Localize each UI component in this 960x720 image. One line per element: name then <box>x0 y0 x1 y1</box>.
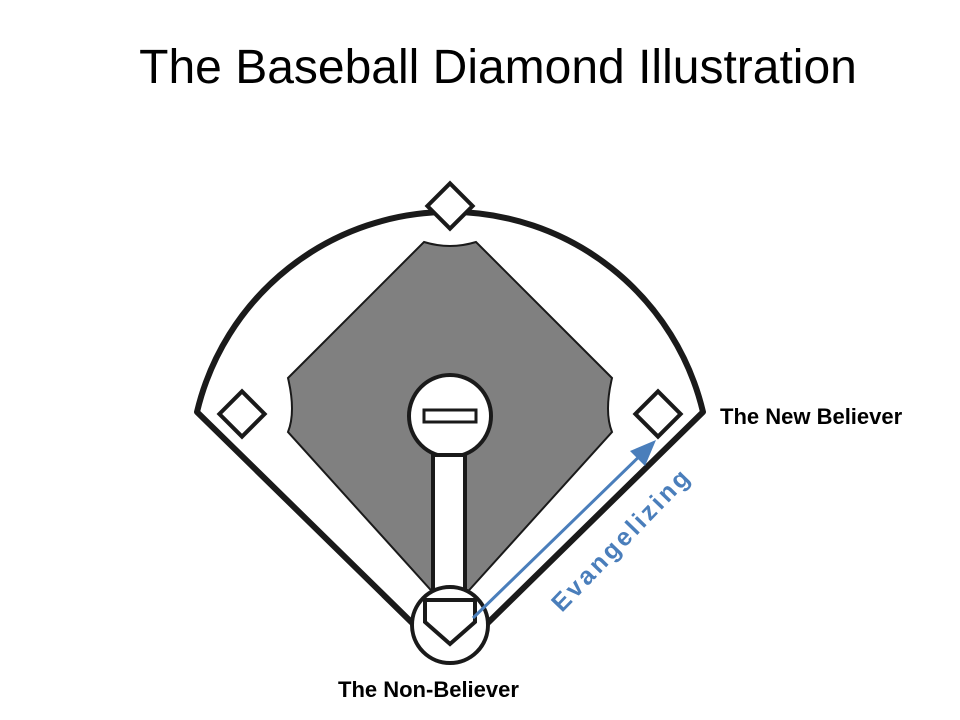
non-believer-label: The Non-Believer <box>338 677 519 702</box>
second-base <box>424 180 476 232</box>
home-plate <box>423 598 477 647</box>
page-title: The Baseball Diamond Illustration <box>139 41 857 94</box>
first-base <box>632 388 684 440</box>
new-believer-label: The New Believer <box>720 404 903 429</box>
mound-to-home-path <box>431 453 467 607</box>
third-base <box>216 388 268 440</box>
arrow-head-icon <box>630 440 656 466</box>
pitchers-rubber <box>422 408 478 424</box>
evangelizing-arrow <box>471 444 652 620</box>
